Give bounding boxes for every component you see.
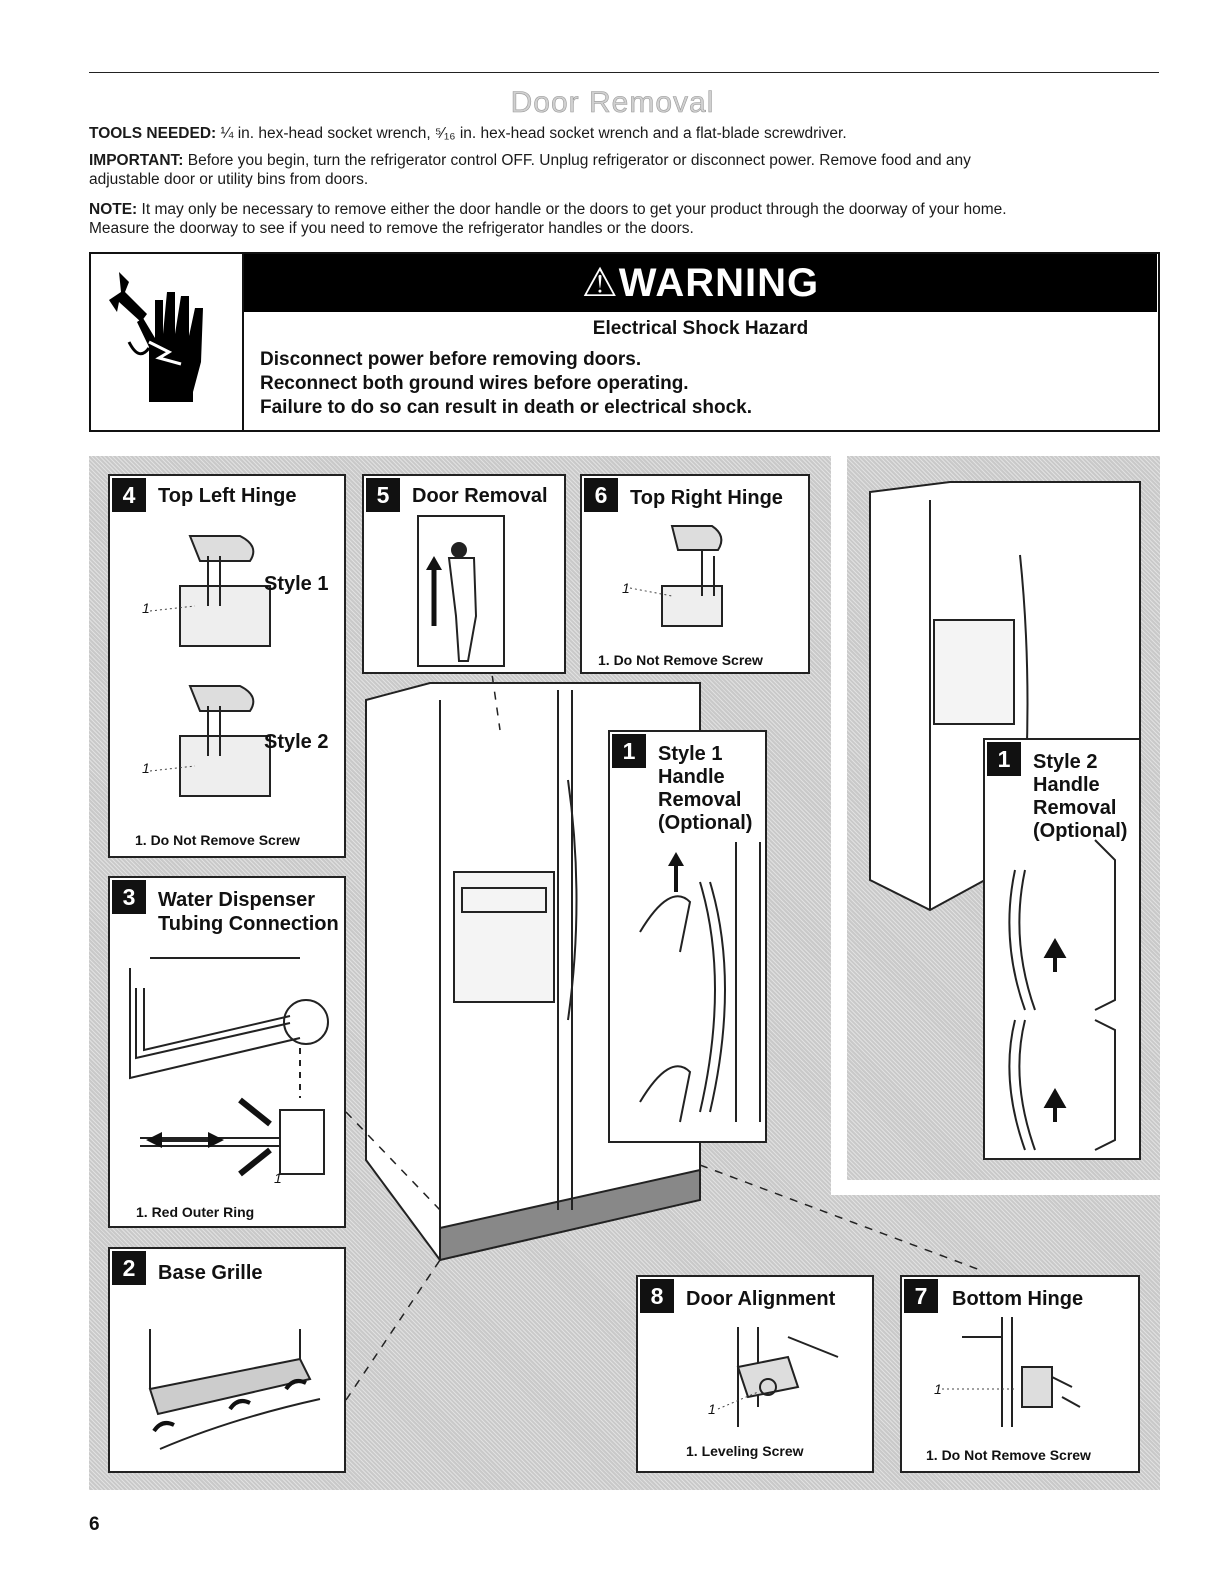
step-number: 7 [904,1279,938,1313]
panel-door-alignment: 8 Door Alignment 1 1. Leveling Screw [636,1275,874,1473]
panel-caption: 1. Do Not Remove Screw [135,832,300,848]
warning-triangle-icon: ⚠ [581,261,619,305]
panel-title-line-4: (Optional) [658,812,753,834]
callout-1a: 1 [142,600,150,616]
panel-title-line-2: Handle [1033,774,1100,796]
note-line2: Measure the doorway to see if you need t… [89,220,694,237]
warning-banner: ⚠WARNING [244,254,1157,312]
callout-1: 1 [708,1401,716,1417]
important-note: IMPORTANT: Before you begin, turn the re… [89,151,1164,189]
panel-title-line-1: Water Dispenser [158,889,316,911]
warning-line-2: Reconnect both ground wires before opera… [260,373,689,394]
panel-title: Door Removal [412,485,548,507]
page-number: 6 [89,1514,100,1535]
panel-caption: 1. Leveling Screw [686,1443,804,1459]
shock-hazard-icon [89,252,244,430]
style1-label: Style 1 [264,573,329,595]
panel-base-grille: 2 Base Grille [108,1247,346,1473]
warning-line-1: Disconnect power before removing doors. [260,349,642,370]
style2-label: Style 2 [264,731,329,753]
panel-title: Top Left Hinge [158,485,297,507]
step-number: 3 [112,880,146,914]
step-number: 1 [987,742,1021,776]
door-removal-drawing [417,515,505,667]
note-line1: It may only be necessary to remove eithe… [141,201,1007,218]
step-number: 8 [640,1279,674,1313]
bottom-hinge-drawing [942,1317,1081,1427]
panel-caption: 1. Do Not Remove Screw [598,652,763,668]
callout-1: 1 [934,1381,942,1397]
warning-box [89,252,1160,432]
panel-caption: 1. Red Outer Ring [136,1204,255,1220]
panel-title: Door Alignment [686,1288,836,1310]
callout-1b: 1 [142,760,150,776]
callout-1: 1 [274,1170,282,1186]
top-right-hinge-drawing [629,525,723,627]
panel-caption: 1. Do Not Remove Screw [926,1447,1091,1463]
panel-title-line-1: Style 2 [1033,751,1098,773]
panel-title-line-2: Tubing Connection [158,913,339,935]
panel-title-line-4: (Optional) [1033,820,1128,842]
hazard-name: Electrical Shock Hazard [592,318,809,339]
tools-needed: TOOLS NEEDED: ¼ in. hex-head socket wren… [89,124,1164,143]
panel-door-removal: 5 Door Removal [362,474,566,674]
panel-water-dispenser-tubing: 3 Water Dispenser Tubing Connection 1 1.… [108,876,346,1228]
panel-title: Bottom Hinge [952,1288,1084,1310]
hinge-style1-drawing [149,535,271,797]
panel-title-line-3: Removal [1033,797,1117,819]
top-rule [89,72,1159,73]
step-number: 1 [612,734,646,768]
step-number: 6 [584,478,618,512]
page-title: Door Removal [510,86,715,120]
door-alignment-drawing [717,1327,839,1427]
panel-style2-handle-removal: 1 Style 2 Handle Removal (Optional) [983,738,1141,1160]
important-line1: Before you begin, turn the refrigerator … [187,152,971,169]
important-line2: adjustable door or utility bins from doo… [89,171,369,188]
base-grille-drawing [148,1329,321,1450]
note-label: NOTE: [89,201,138,218]
note: NOTE: It may only be necessary to remove… [89,200,1164,238]
panel-bottom-hinge: 7 Bottom Hinge 1 1. Do Not Remove Screw [900,1275,1140,1473]
tubing-connection-drawing [129,957,329,1177]
tools-text: ¼ in. hex-head socket wrench, ⁵⁄₁₆ in. h… [220,125,847,142]
panel-title: Top Right Hinge [630,487,783,509]
step-number: 4 [112,478,146,512]
callout-1: 1 [622,580,630,596]
panel-title-line-2: Handle [658,766,725,788]
warning-title: WARNING [618,261,820,305]
step-number: 5 [366,478,400,512]
panel-title-line-1: Style 1 [658,743,723,765]
panel-top-left-hinge: 4 Top Left Hinge 1 1 Style 1 Style 2 1. … [108,474,346,858]
warning-line-3: Failure to do so can result in death or … [260,397,753,418]
panel-style1-handle-removal: 1 Style 1 Handle Removal (Optional) [608,730,767,1143]
handle-removal-style2-drawing [1008,839,1116,1151]
handle-removal-drawing [639,842,761,1123]
panel-title-line-3: Removal [658,789,742,811]
tools-label: TOOLS NEEDED: [89,125,217,142]
panel-top-right-hinge: 6 Top Right Hinge 1 1. Do Not Remove Scr… [580,474,810,674]
panel-title: Base Grille [158,1262,263,1284]
important-label: IMPORTANT: [89,152,184,169]
step-number: 2 [112,1251,146,1285]
